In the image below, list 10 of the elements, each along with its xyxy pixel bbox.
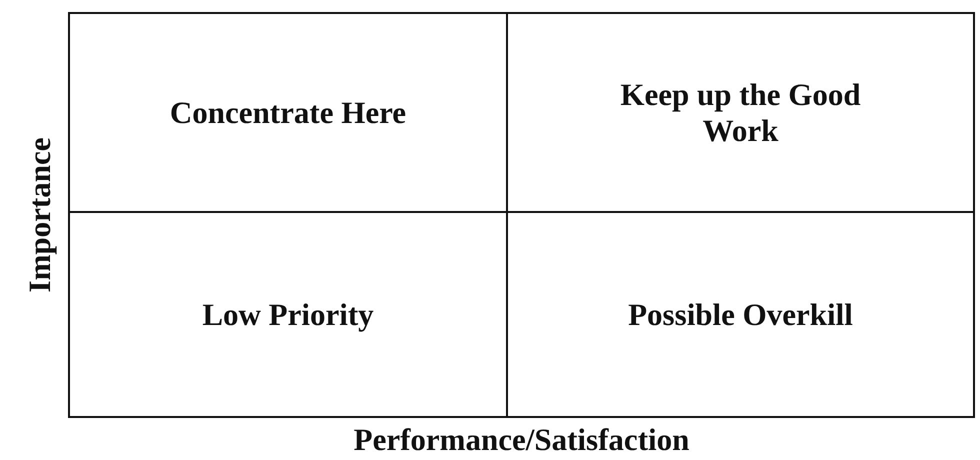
quadrant-title: Keep up the Good Work bbox=[619, 76, 862, 148]
axis-title: Importance bbox=[22, 138, 58, 292]
quadrant-title: Possible Overkill bbox=[628, 296, 853, 332]
quadrant-cell bbox=[506, 12, 975, 213]
quadrant-cell bbox=[506, 211, 975, 418]
quadrant-cell bbox=[68, 211, 508, 418]
quadrant-title: Low Priority bbox=[202, 296, 374, 332]
quadrant-cell bbox=[68, 12, 508, 213]
quadrant-title: Concentrate Here bbox=[170, 94, 406, 130]
axis-title: Performance/Satisfaction bbox=[354, 422, 690, 458]
